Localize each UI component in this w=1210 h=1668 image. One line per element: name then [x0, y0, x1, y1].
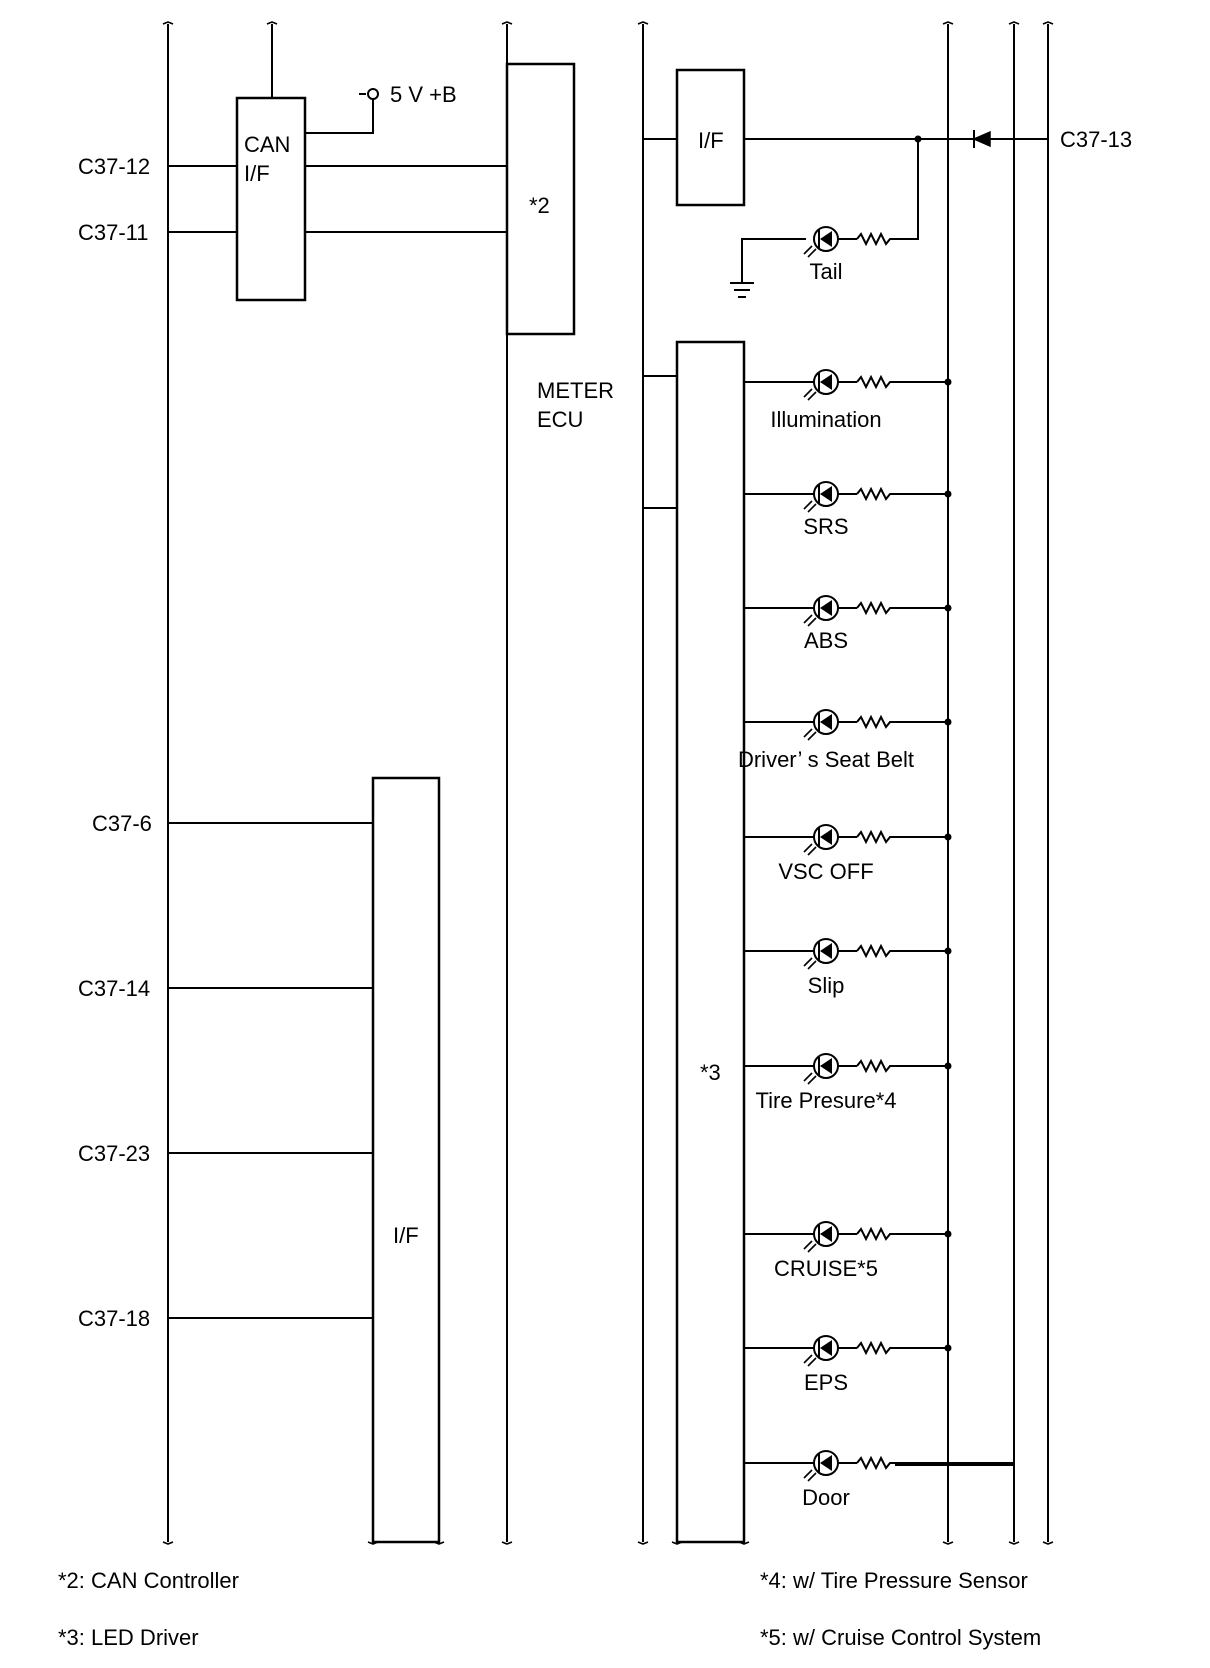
supply-label: 5 V +B [390, 82, 457, 107]
led-label: Driver’ s Seat Belt [738, 747, 914, 772]
led-label: ABS [804, 628, 848, 653]
can-controller-block: *2 [505, 62, 576, 336]
upper-if-block: I/F [643, 68, 1048, 298]
led-branch: Illumination [744, 369, 952, 432]
ground-icon [730, 282, 754, 298]
led-icon [803, 1053, 839, 1085]
led-icon [803, 369, 839, 401]
resistor-icon [856, 829, 895, 845]
note-led-driver: *3: LED Driver [58, 1625, 199, 1650]
connector-c37-14: C37-14 [78, 976, 150, 1001]
resistor-icon [856, 600, 895, 616]
led-icon [803, 1221, 839, 1253]
resistor-icon [856, 486, 895, 502]
resistor-icon [856, 1455, 895, 1471]
led-label: VSC OFF [778, 859, 873, 884]
note-cruise-control: *5: w/ Cruise Control System [760, 1625, 1041, 1650]
resistor-icon [856, 943, 895, 959]
led-label: EPS [804, 1370, 848, 1395]
led-icon [803, 1450, 839, 1482]
led-branch: Driver’ s Seat Belt [738, 709, 952, 772]
resistor-icon [856, 374, 895, 390]
led-icon [803, 226, 839, 258]
lower-if-block: I/F [168, 776, 441, 1544]
resistor-icon [856, 1226, 895, 1242]
led-icon [803, 595, 839, 627]
can-if-block: CAN I/F 5 V +B [168, 21, 507, 302]
led-label: Illumination [770, 407, 881, 432]
diode-icon [972, 130, 991, 148]
lower-if-label: I/F [393, 1223, 419, 1248]
led-branch: Slip [744, 938, 952, 998]
led-branch: EPS [744, 1335, 952, 1395]
led-driver-block: *3 [643, 340, 746, 1544]
led-icon [803, 824, 839, 856]
led-icon [803, 938, 839, 970]
led-driver-label: *3 [700, 1060, 721, 1085]
led-label: Tire Presure*4 [755, 1088, 896, 1113]
can-if-label-1: CAN [244, 132, 290, 157]
resistor-icon [856, 1340, 895, 1356]
led-icon [803, 481, 839, 513]
led-branch: Tire Presure*4 [744, 1053, 952, 1113]
can-if-label-2: I/F [244, 161, 270, 186]
can-controller-label: *2 [529, 193, 550, 218]
upper-if-label: I/F [698, 128, 724, 153]
connector-c37-12: C37-12 [78, 154, 150, 179]
resistor-icon [856, 714, 895, 730]
led-label: Tail [809, 259, 842, 284]
connector-c37-13: C37-13 [1060, 127, 1132, 152]
led-branch: ABS [744, 595, 952, 653]
connector-c37-6: C37-6 [92, 811, 152, 836]
led-branch: VSC OFF [744, 824, 952, 884]
meter-ecu-label-2: ECU [537, 407, 583, 432]
connector-c37-11: C37-11 [78, 220, 149, 245]
led-branch: CRUISE*5 [744, 1221, 952, 1281]
resistor-icon [856, 231, 895, 247]
connector-c37-23: C37-23 [78, 1141, 150, 1166]
note-tire-pressure: *4: w/ Tire Pressure Sensor [760, 1568, 1028, 1593]
led-label: SRS [803, 514, 848, 539]
connector-c37-18: C37-18 [78, 1306, 150, 1331]
led-label: CRUISE*5 [774, 1256, 878, 1281]
led-branch: Tail [803, 226, 895, 284]
led-branch: SRS [744, 481, 952, 539]
led-label: Door [802, 1485, 850, 1510]
resistor-icon [856, 1058, 895, 1074]
meter-ecu-label-1: METER [537, 378, 614, 403]
led-icon [803, 709, 839, 741]
led-branch: Door [744, 1450, 1014, 1510]
led-label: Slip [808, 973, 845, 998]
note-can-controller: *2: CAN Controller [58, 1568, 239, 1593]
led-icon [803, 1335, 839, 1367]
